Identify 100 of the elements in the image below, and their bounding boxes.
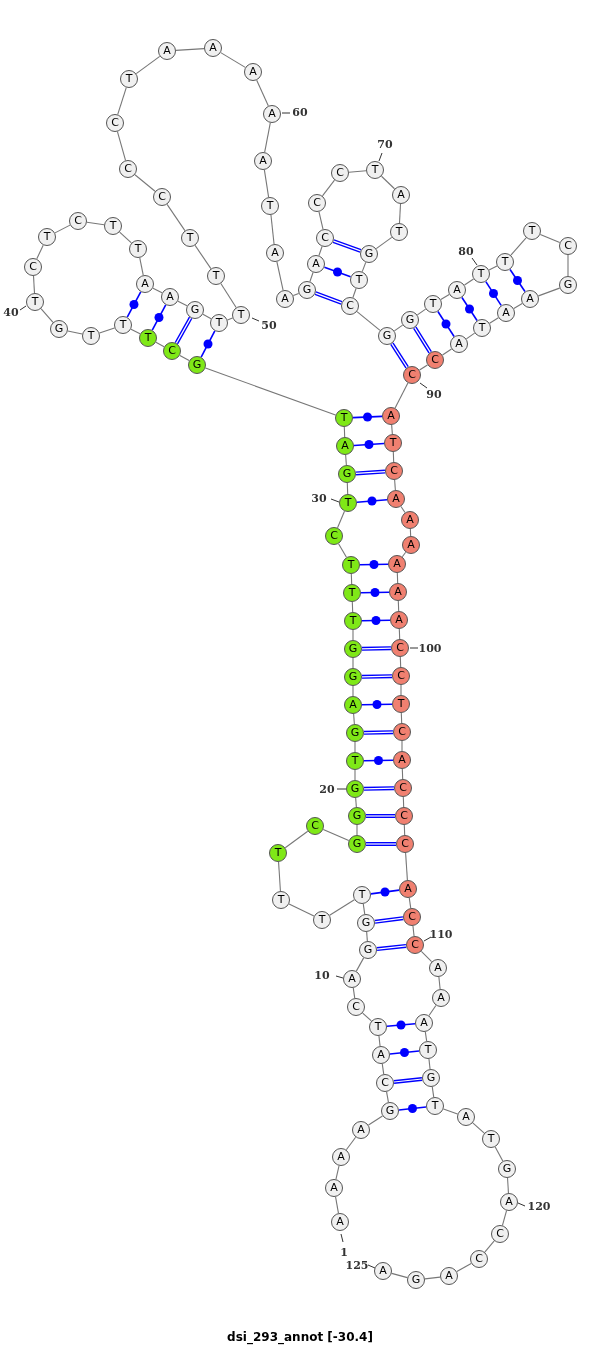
base-pair-double-line [332,239,362,253]
nucleotide-circle: T [82,327,100,345]
backbone-line [40,308,54,323]
nucleotide-circle: T [104,217,122,235]
nucleotide-circle: T [335,409,353,427]
base-pair-double-line [390,342,409,369]
nucleotide-circle: G [378,327,396,345]
nucleotide-circle: A [388,555,406,573]
nucleotide-circle: G [559,276,577,294]
backbone-line [348,170,367,173]
base-pair-double-line [174,316,193,345]
backbone-line [484,1240,495,1253]
position-number: 90 [426,387,442,401]
base-pair-dot-line [485,280,502,307]
nucleotide-circle: T [139,329,157,347]
nucleotide-circle: T [424,295,442,313]
nucleotide-circle: A [450,335,468,353]
backbone-line [220,52,246,68]
backbone-line [350,573,353,585]
backbone-line [318,211,324,230]
backbone-line [386,1091,389,1103]
nucleotide-circle: A [336,437,354,455]
nucleotide-circle: C [325,527,343,545]
nucleotide-circle: T [353,886,371,904]
backbone-line [442,1108,459,1115]
nucleotide-circle: T [114,316,132,334]
backbone-line [412,925,415,937]
nucleotide-circle: C [341,297,359,315]
nucleotide-circle: C [559,237,577,255]
nucleotide-circle: A [254,152,272,170]
nucleotide-circle: T [261,197,279,215]
backbone-line [393,324,404,332]
backbone-line [288,903,315,917]
nucleotide-circle: A [393,751,411,769]
backbone-line [352,685,354,697]
nucleotide-circle: G [498,1160,516,1178]
backbone-line [226,317,234,321]
nucleotide-circle: T [343,584,361,602]
base-pair-dot-line [126,291,142,318]
nucleotide-circle: A [276,290,294,308]
nucleotide-circle: A [244,63,262,81]
backbone-line [440,293,450,301]
backbone-line [155,341,165,348]
nucleotide-circle: T [269,844,287,862]
base-pair-dot-line [360,591,390,594]
nucleotide-circle: C [308,194,326,212]
nucleotide-circle: G [348,807,366,825]
nucleotide-circle: C [395,807,413,825]
backbone-line [375,236,393,250]
backbone-line [256,79,269,107]
backbone-line [67,330,83,335]
nucleotide-circle: C [24,258,42,276]
nucleotide-circle: C [385,462,403,480]
backbone-line [276,261,284,291]
nucleotide-circle: T [38,228,56,246]
nucleotide-circle: C [403,908,421,926]
backbone-line [356,311,381,331]
base-pair-dot-line [151,304,167,331]
nucleotide-circle: G [346,724,364,742]
position-number: 1 [340,1245,348,1259]
backbone-line [403,824,406,836]
nucleotide-circle: A [390,611,408,629]
backbone-line [513,302,523,310]
backbone-line [400,684,402,696]
nucleotide-circle: A [392,186,410,204]
backbone-line [398,628,401,640]
base-pair-double-line [361,646,392,651]
base-pair-dot-line [363,759,394,762]
nucleotide-circle: A [399,880,417,898]
nucleotide-circle: A [402,536,420,554]
backbone-line [321,179,336,197]
backbone-line [278,861,281,892]
nucleotide-circle: T [344,612,362,630]
nucleotide-circle: G [188,356,206,374]
nucleotide-circle: T [472,265,490,283]
backbone-line [322,829,350,841]
nucleotide-circle: T [384,434,402,452]
nucleotide-circle: T [473,319,491,337]
backbone-line [355,797,357,808]
base-pair-dot-line [200,330,216,358]
nucleotide-circle: A [432,989,450,1007]
backbone-line [431,1086,435,1098]
backbone-line [396,572,399,584]
nucleotide-circle: A [374,1262,392,1280]
backbone-line [134,174,156,192]
backbone-line [394,382,409,409]
position-number: 40 [3,305,19,319]
nucleotide-circle: A [204,39,222,57]
nucleotide-circle: C [153,188,171,206]
base-pair-dot-line [461,296,478,322]
backbone-line [424,1031,428,1042]
nucleotide-circle: G [359,941,377,959]
nucleotide-circle: T [523,222,541,240]
nucleotide-circle: C [306,817,324,835]
backbone-line [428,1004,437,1017]
nucleotide-circle: T [120,70,138,88]
base-pair-dot-line [356,498,388,504]
backbone-line [438,976,441,990]
backbone-line [54,224,71,234]
base-pair-double-line [363,786,395,791]
